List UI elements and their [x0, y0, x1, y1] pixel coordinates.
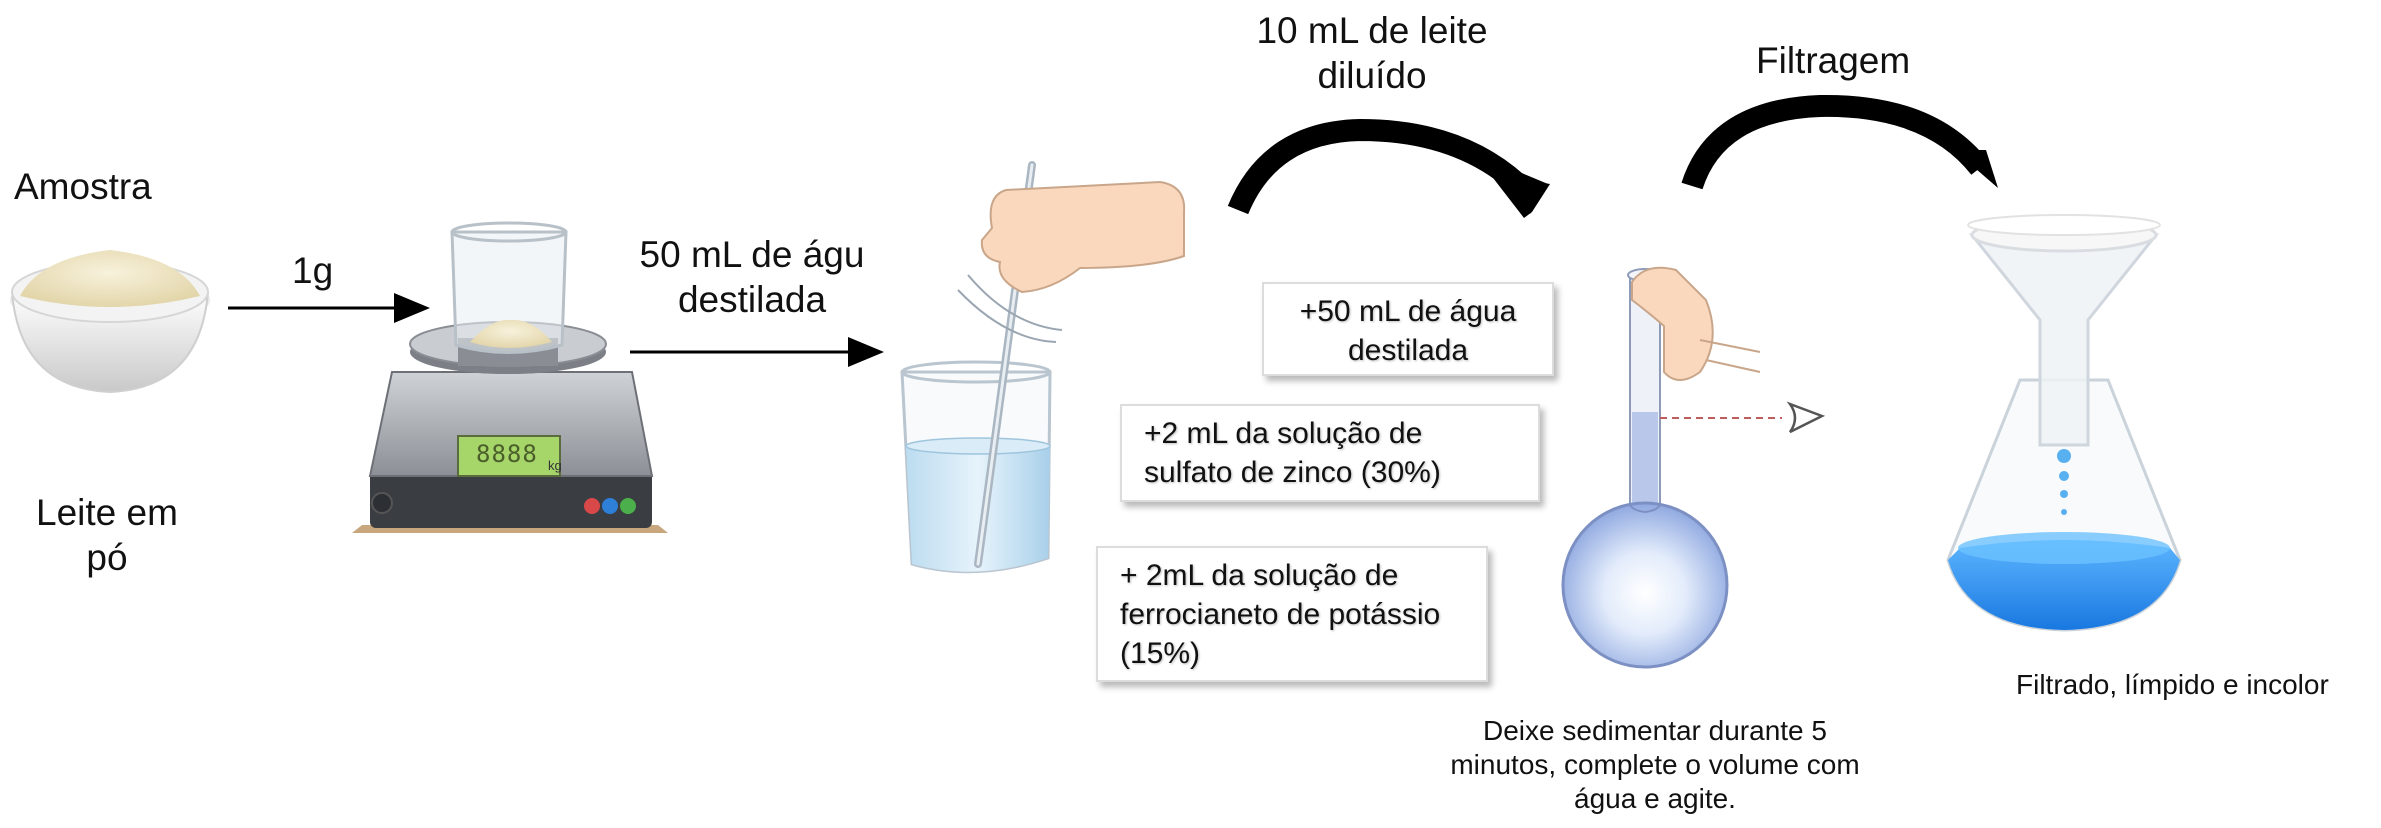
water-step-line-1: 50 mL de águ	[639, 234, 865, 275]
instruction-line-2: minutos, complete o volume com	[1450, 749, 1860, 781]
diluted-line-2: diluído	[1317, 55, 1427, 97]
scale-unit: kg	[548, 458, 562, 473]
sample-title: Amostra	[14, 166, 152, 207]
curved-arrow-filtration	[1681, 94, 1989, 190]
reagent-box-water: +50 mL de água destilada	[1262, 282, 1554, 376]
reagent-water-line-2: destilada	[1347, 334, 1469, 367]
sample-name: Leite em pó	[22, 490, 192, 580]
diluted-line-1: 10 mL de leite	[1256, 10, 1488, 51]
balance-scale-icon	[352, 221, 668, 533]
curved-arrow-diluted	[1227, 118, 1528, 215]
reagent-water-line-1: +50 mL de água	[1299, 295, 1517, 328]
instruction-line-3: água e agite.	[1574, 783, 1736, 815]
sample-name-line-1: Leite em	[36, 492, 178, 533]
stirring-beaker-icon	[900, 161, 1186, 574]
diluted-label: 10 mL de leite diluído	[1236, 8, 1508, 98]
sample-name-line-2: pó	[86, 537, 128, 579]
filtration-flask-icon	[1946, 214, 2182, 632]
water-step-label: 50 mL de águ destilada	[614, 232, 890, 322]
reagent-ferro-line-1: + 2mL da solução de	[1120, 559, 1399, 592]
reagent-zinc-line-1: +2 mL da solução de	[1144, 417, 1423, 450]
instruction-text: Deixe sedimentar durante 5 minutos, comp…	[1420, 714, 1890, 816]
volumetric-flask-icon	[1561, 266, 1826, 669]
instruction-line-1: Deixe sedimentar durante 5	[1483, 715, 1827, 746]
filtration-label: Filtragem	[1756, 40, 1911, 81]
scale-display: 8888	[476, 440, 538, 468]
reagent-ferro-line-2: ferrocianeto de potássio	[1120, 598, 1441, 631]
reagent-ferro-line-3: (15%)	[1120, 637, 1201, 670]
water-step-line-2: destilada	[677, 279, 827, 321]
reagent-zinc-line-2: sulfato de zinco (30%)	[1144, 456, 1441, 489]
reagent-box-zinc-sulfate: +2 mL da solução de sulfato de zinco (30…	[1120, 404, 1540, 502]
reagent-box-ferrocyanide: + 2mL da solução de ferrocianeto de potá…	[1096, 546, 1488, 682]
milk-powder-bowl-icon	[10, 250, 210, 394]
curved-arrow-diluted-tip	[1500, 164, 1548, 214]
filtrate-label: Filtrado, límpido e incolor	[2016, 669, 2329, 700]
mass-label: 1g	[292, 250, 334, 291]
curved-arrow-filtration-tip	[1954, 150, 1998, 188]
